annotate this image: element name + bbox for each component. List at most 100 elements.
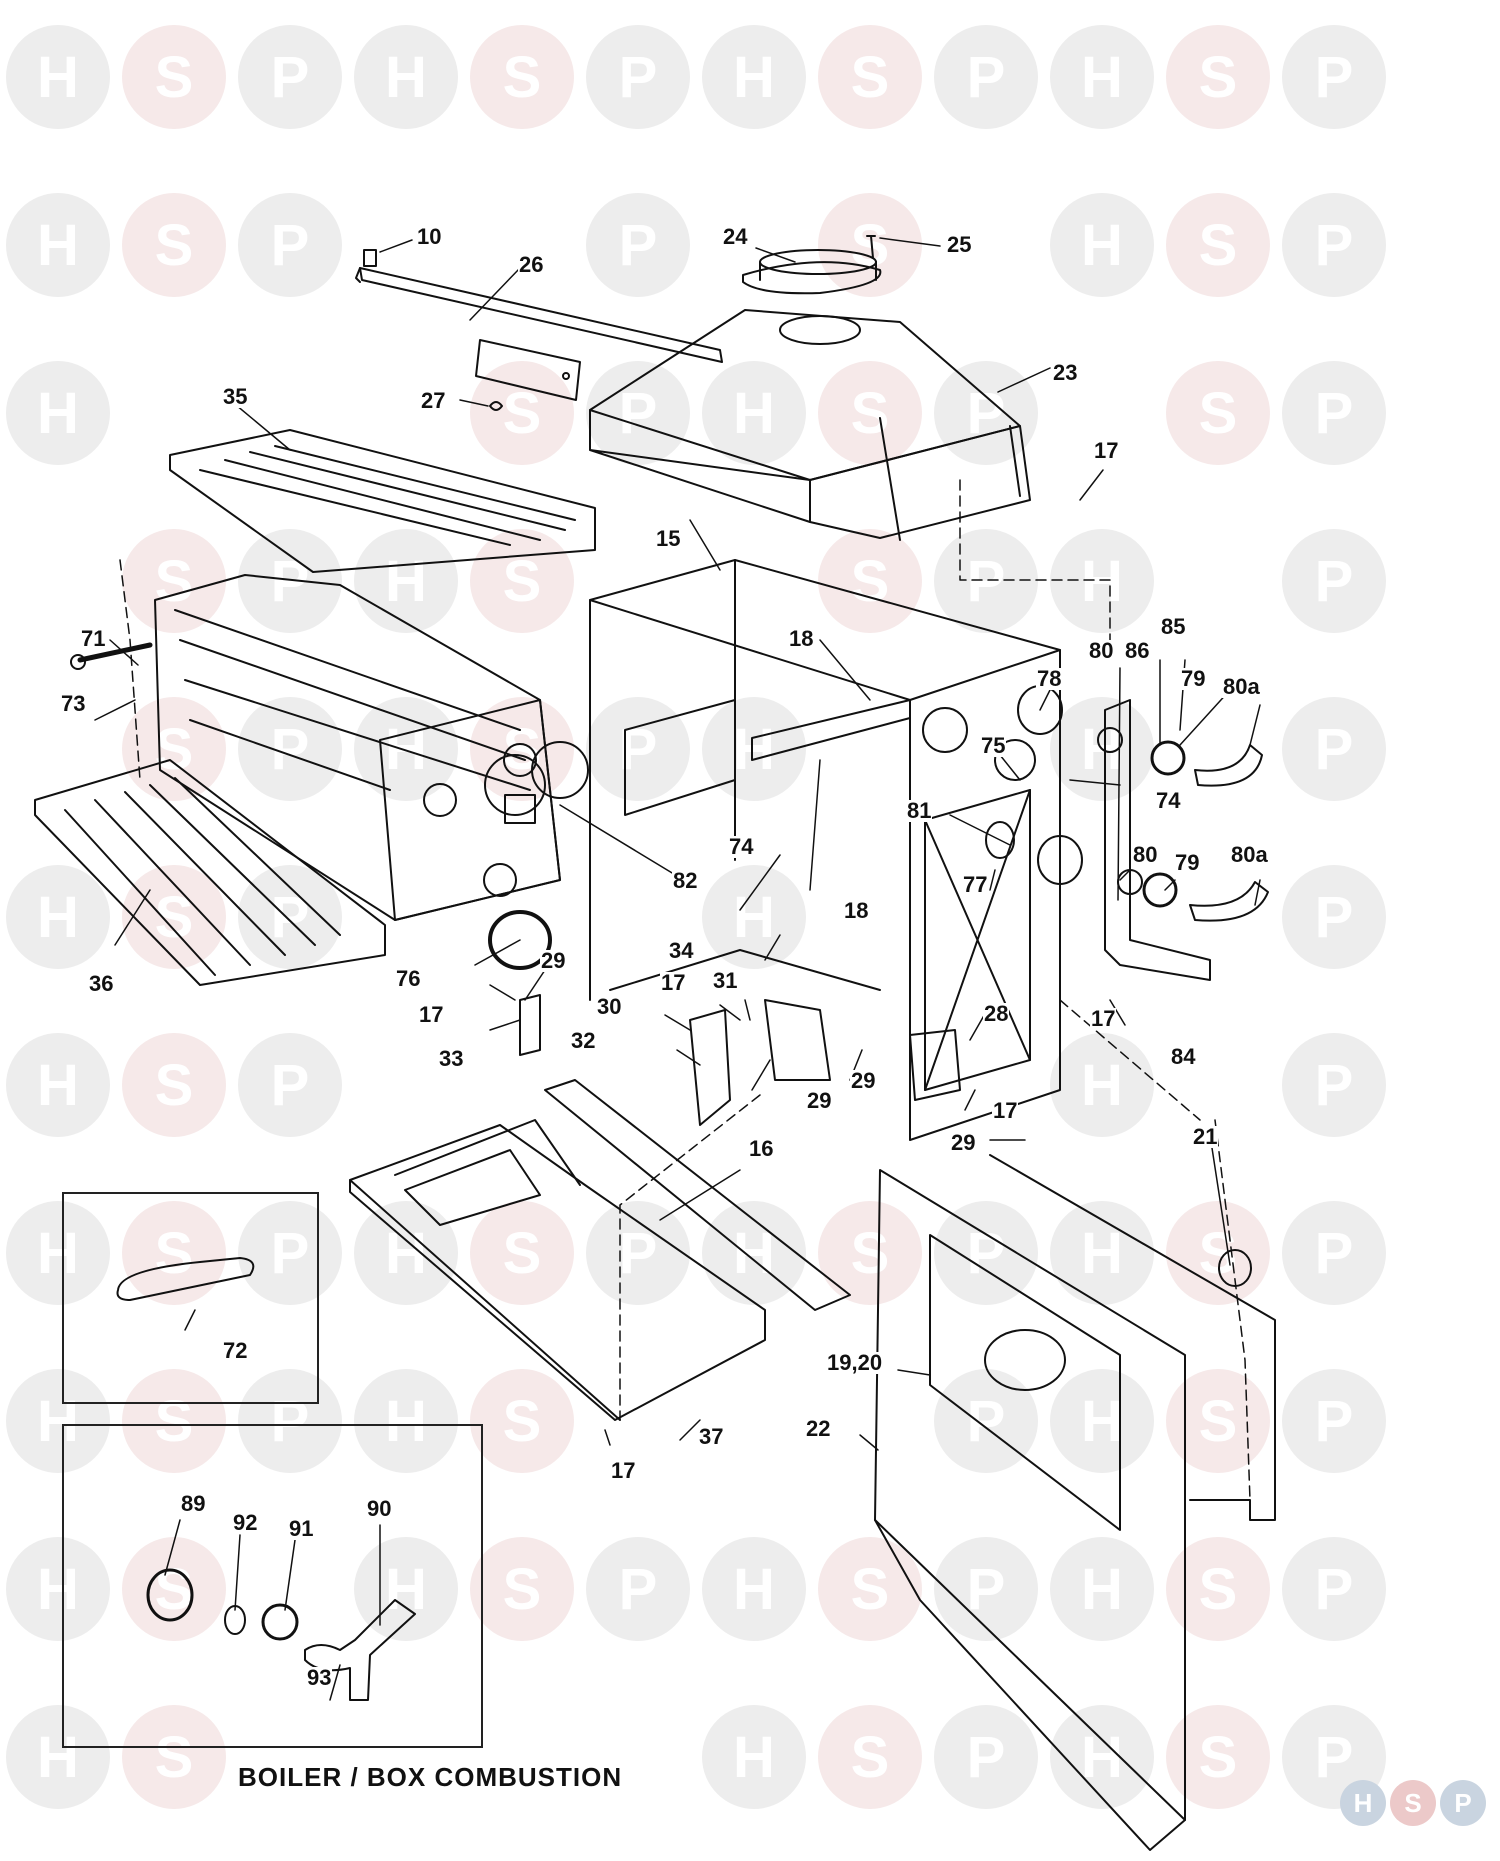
inset-72-frame — [62, 1192, 319, 1404]
watermark-h: H — [1050, 1705, 1154, 1809]
watermark-p: P — [586, 361, 690, 465]
callout-17: 17 — [610, 1458, 637, 1483]
watermark-s: S — [470, 697, 574, 801]
watermark-p: P — [238, 1369, 342, 1473]
callout-79: 79 — [1174, 850, 1201, 875]
watermark-p: P — [934, 25, 1038, 129]
watermark-s: S — [818, 529, 922, 633]
callout-17: 17 — [1090, 1006, 1117, 1031]
callout-75: 75 — [980, 733, 1007, 758]
watermark-h: H — [1050, 1033, 1154, 1137]
callout-18: 18 — [788, 626, 815, 651]
callout-23: 23 — [1052, 360, 1079, 385]
callout-10: 10 — [416, 224, 443, 249]
watermark-p: P — [238, 1033, 342, 1137]
watermark-p: P — [586, 697, 690, 801]
callout-32: 32 — [570, 1028, 597, 1053]
callout-78: 78 — [1036, 666, 1063, 691]
callout-35: 35 — [222, 384, 249, 409]
watermark-h: H — [1050, 25, 1154, 129]
watermark-h: H — [6, 193, 110, 297]
watermark-h: H — [1050, 193, 1154, 297]
callout-80a: 80a — [1230, 842, 1269, 867]
callout-74: 74 — [1155, 788, 1182, 813]
watermark-p: P — [1282, 529, 1386, 633]
watermark-s: S — [470, 361, 574, 465]
center-logo-s: S — [1390, 1780, 1436, 1826]
watermark-h: H — [702, 865, 806, 969]
callout-29: 29 — [850, 1068, 877, 1093]
watermark-h: H — [354, 1201, 458, 1305]
callout-29: 29 — [540, 948, 567, 973]
callout-27: 27 — [420, 388, 447, 413]
callout-17: 17 — [418, 1002, 445, 1027]
watermark-h: H — [6, 25, 110, 129]
callout-15: 15 — [655, 526, 682, 551]
callout-22: 22 — [805, 1416, 832, 1441]
watermark-s: S — [470, 1537, 574, 1641]
callout-82: 82 — [672, 868, 699, 893]
watermark-h: H — [6, 1369, 110, 1473]
callout-17: 17 — [660, 970, 687, 995]
callout-92: 92 — [232, 1510, 259, 1535]
watermark-p: P — [1282, 1033, 1386, 1137]
callout-91: 91 — [288, 1516, 315, 1541]
watermark-s: S — [122, 1369, 226, 1473]
watermark-h: H — [6, 1033, 110, 1137]
watermark-s: S — [1166, 361, 1270, 465]
watermark-s: S — [1166, 193, 1270, 297]
watermark-h: H — [702, 1705, 806, 1809]
watermark-h: H — [1050, 1537, 1154, 1641]
watermark-s: S — [1166, 25, 1270, 129]
watermark-p: P — [1282, 1369, 1386, 1473]
watermark-h: H — [1050, 1201, 1154, 1305]
watermark-p: P — [586, 193, 690, 297]
callout-26: 26 — [518, 252, 545, 277]
callout-86: 86 — [1124, 638, 1151, 663]
watermark-p: P — [238, 865, 342, 969]
watermark-p: P — [238, 193, 342, 297]
watermark-h: H — [702, 1537, 806, 1641]
callout-84: 84 — [1170, 1044, 1197, 1069]
callout-33: 33 — [438, 1046, 465, 1071]
watermark-s: S — [1166, 1705, 1270, 1809]
diagram-title: BOILER / BOX COMBUSTION — [238, 1762, 623, 1793]
watermark-s: S — [470, 1201, 574, 1305]
callout-36: 36 — [88, 971, 115, 996]
watermark-p: P — [586, 25, 690, 129]
watermark-h: H — [1050, 1369, 1154, 1473]
watermark-p: P — [238, 697, 342, 801]
watermark-p: P — [1282, 697, 1386, 801]
watermark-p: P — [238, 25, 342, 129]
watermark-p: P — [1282, 361, 1386, 465]
watermark-h: H — [1050, 697, 1154, 801]
watermark-h: H — [702, 697, 806, 801]
watermark-h: H — [6, 1705, 110, 1809]
callout-80a: 80a — [1222, 674, 1261, 699]
callout-18: 18 — [843, 898, 870, 923]
inset-condensate-frame — [62, 1424, 483, 1748]
center-logo-h: H — [1340, 1780, 1386, 1826]
watermark-s: S — [122, 25, 226, 129]
callout-80: 80 — [1088, 638, 1115, 663]
callout-21: 21 — [1192, 1124, 1219, 1149]
watermark-p: P — [1282, 25, 1386, 129]
callout-17: 17 — [1093, 438, 1120, 463]
callout-37: 37 — [698, 1424, 725, 1449]
watermark-s: S — [470, 1369, 574, 1473]
callout-16: 16 — [748, 1136, 775, 1161]
watermark-s: S — [1166, 1369, 1270, 1473]
callout-85: 85 — [1160, 614, 1187, 639]
callout-25: 25 — [946, 232, 973, 257]
center-logo-p: P — [1440, 1780, 1486, 1826]
watermark-s: S — [1166, 1537, 1270, 1641]
callout-31: 31 — [712, 968, 739, 993]
watermark-p: P — [934, 1705, 1038, 1809]
callout-81: 81 — [906, 798, 933, 823]
center-logo-watermark: H S P — [1340, 1780, 1490, 1826]
watermark-h: H — [702, 361, 806, 465]
watermark-p: P — [934, 361, 1038, 465]
callout-24: 24 — [722, 224, 749, 249]
watermark-p: P — [238, 529, 342, 633]
callout-90: 90 — [366, 1496, 393, 1521]
